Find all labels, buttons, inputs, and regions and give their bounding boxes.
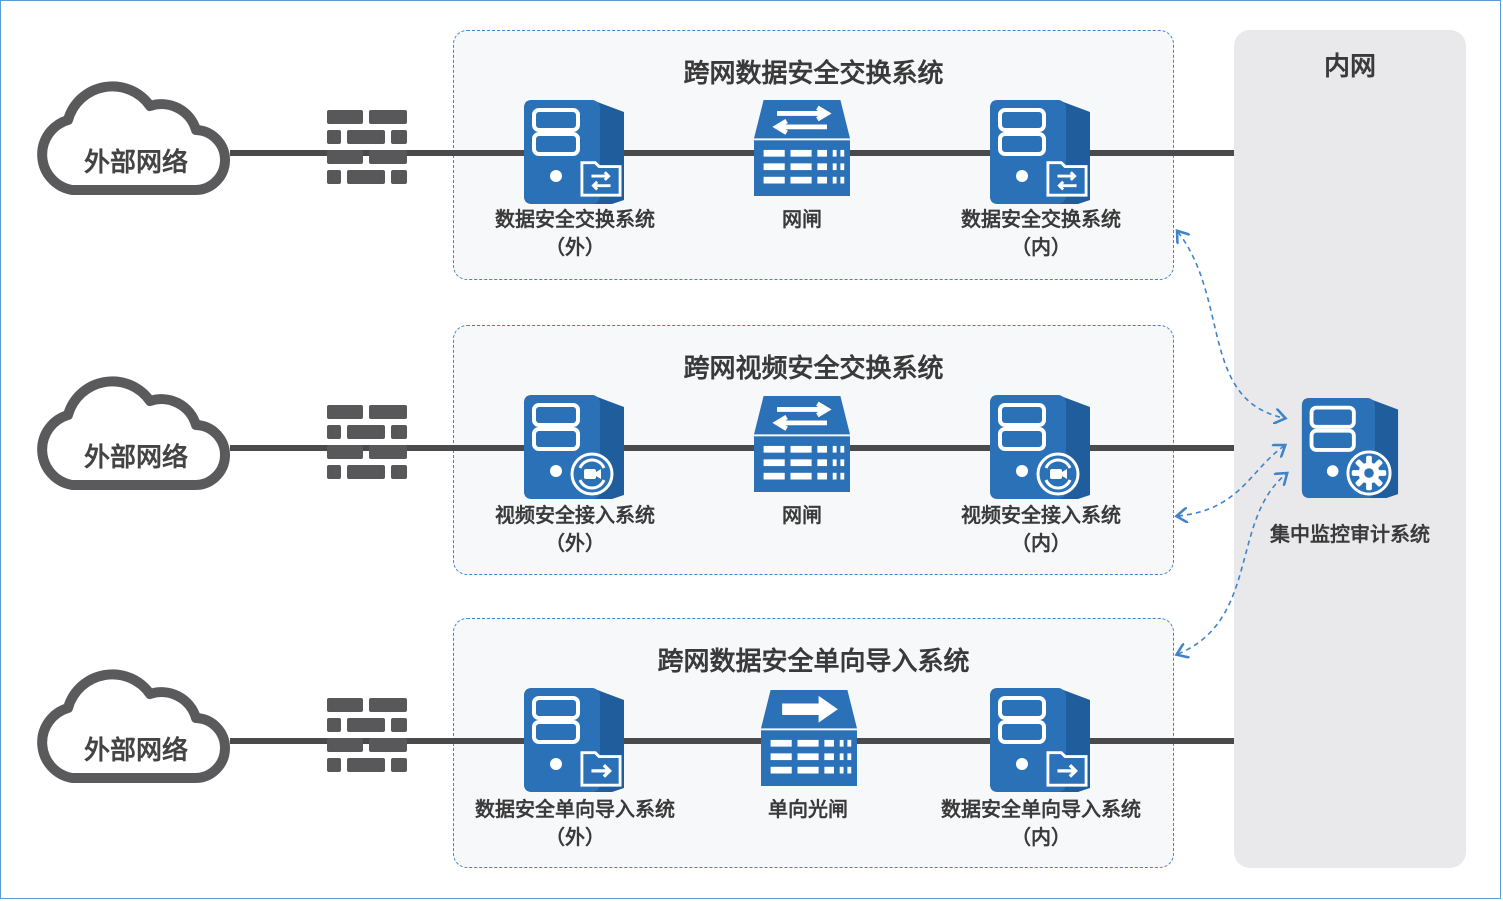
gate-label: 网闸 bbox=[782, 207, 822, 231]
left-server-label: 数据安全单向导入系统 （外） bbox=[450, 795, 700, 851]
video-sync-icon bbox=[1036, 452, 1080, 496]
video-sync-icon bbox=[570, 452, 614, 496]
right-server-label: 视频安全接入系统 （内） bbox=[926, 501, 1156, 557]
server-name: 数据安全交换系统 bbox=[495, 207, 655, 231]
folder-import-icon bbox=[580, 750, 622, 787]
left-server-label: 视频安全接入系统 （外） bbox=[460, 501, 690, 557]
folder-import-icon bbox=[1046, 750, 1088, 787]
cloud-label: 外部网络 bbox=[83, 148, 188, 178]
folder-exchange-icon bbox=[1046, 161, 1088, 197]
server-name: 数据安全单向导入系统 bbox=[941, 797, 1141, 821]
gate-label: 网闸 bbox=[782, 503, 822, 527]
right-server-label: 数据安全单向导入系统 （内） bbox=[916, 795, 1166, 851]
server-name: 视频安全接入系统 bbox=[495, 503, 655, 527]
group-title: 跨网数据安全单向导入系统 bbox=[657, 647, 970, 677]
server-side: （外） bbox=[545, 825, 605, 849]
server-name: 数据安全单向导入系统 bbox=[475, 797, 675, 821]
server-side: （外） bbox=[545, 531, 605, 555]
monitor-link bbox=[1178, 446, 1284, 516]
bidirectional-gate-icon bbox=[754, 396, 850, 492]
server-side: （内） bbox=[1011, 235, 1071, 259]
gate-label: 单向光闸 bbox=[768, 797, 848, 821]
firewall-icon bbox=[327, 698, 407, 772]
monitor-link bbox=[1178, 474, 1286, 654]
server-name: 数据安全交换系统 bbox=[961, 207, 1121, 231]
server-name: 视频安全接入系统 bbox=[961, 503, 1121, 527]
right-server-label: 数据安全交换系统 （内） bbox=[926, 205, 1156, 261]
left-server-label: 数据安全交换系统 （外） bbox=[460, 205, 690, 261]
server-side: （内） bbox=[1011, 825, 1071, 849]
unidirectional-gate-icon bbox=[761, 690, 857, 786]
cloud-label: 外部网络 bbox=[83, 736, 188, 766]
server-side: （外） bbox=[545, 235, 605, 259]
group-title: 跨网数据安全交换系统 bbox=[683, 59, 944, 89]
server-side: （内） bbox=[1011, 531, 1071, 555]
gear-icon bbox=[1346, 450, 1392, 496]
monitor-link bbox=[1178, 232, 1284, 418]
bidirectional-gate-icon bbox=[754, 100, 850, 196]
firewall-icon bbox=[327, 110, 407, 184]
inner-network-title: 内网 bbox=[1323, 52, 1376, 82]
cloud-label: 外部网络 bbox=[83, 443, 188, 473]
firewall-icon bbox=[327, 405, 407, 479]
folder-exchange-icon bbox=[580, 161, 622, 197]
group-title: 跨网视频安全交换系统 bbox=[683, 354, 944, 384]
monitor-label: 集中监控审计系统 bbox=[1270, 522, 1430, 546]
